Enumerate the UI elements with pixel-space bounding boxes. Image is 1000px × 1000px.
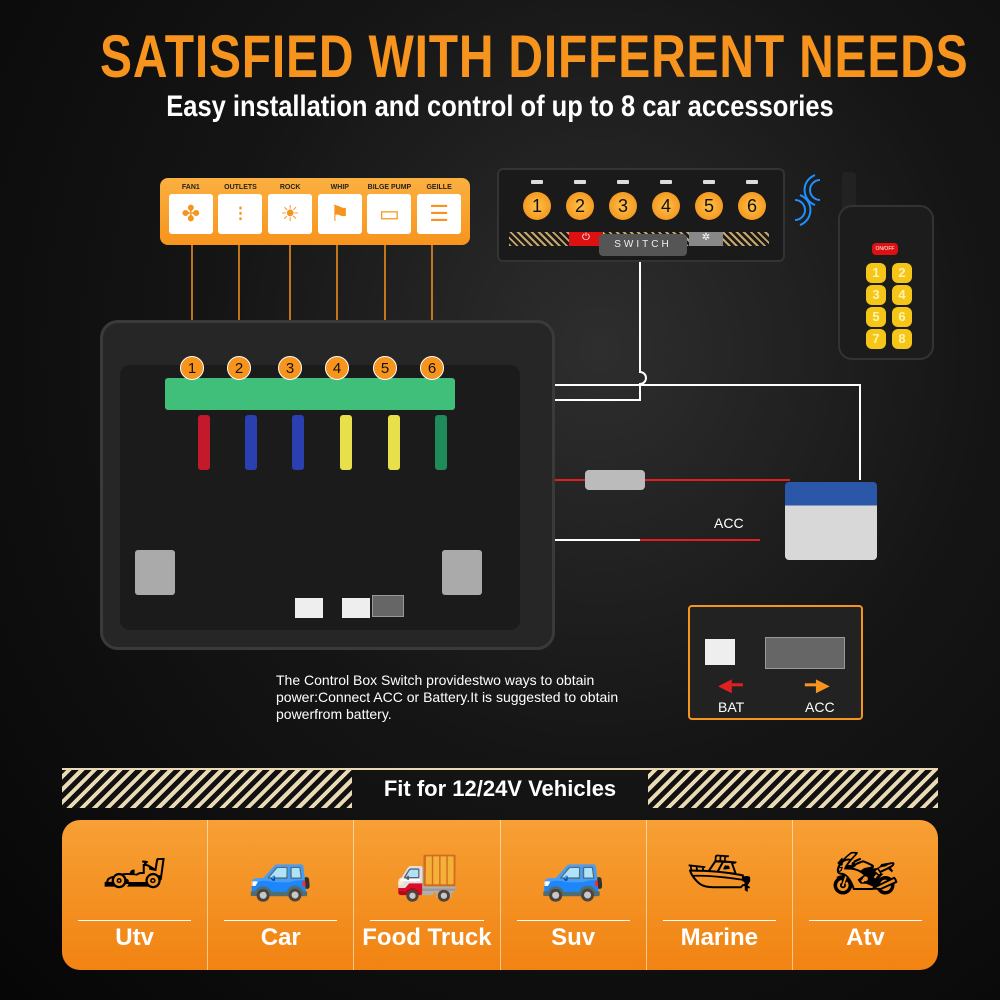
connector <box>295 598 323 618</box>
vehicle-label: Suv <box>551 924 596 951</box>
vehicle-label: Food Truck <box>362 924 492 951</box>
switch-button-5[interactable]: 5 <box>695 192 723 220</box>
battery-post-negative <box>442 550 482 595</box>
terminal-number-3: 3 <box>278 356 302 380</box>
switch-detail-inset: ◀━ ━▶ BAT ACC <box>688 605 863 720</box>
arrow-left-icon: ◀━ <box>718 675 743 695</box>
battery <box>785 482 877 560</box>
vehicle-suv: 🚙 Suv <box>501 820 647 970</box>
remote-onoff-button[interactable]: ON/OFF <box>872 243 898 255</box>
switch-button-3[interactable]: 3 <box>609 192 637 220</box>
accessory-rock: ROCK ☀ <box>268 182 313 241</box>
power-source-switch[interactable] <box>372 595 404 617</box>
remote-button-4[interactable]: 4 <box>892 285 912 305</box>
accessory-panel: FAN1 ✤ OUTLETS ⁝ ROCK ☀ WHIP ⚑ BILGE PUMP ▭ G… <box>160 178 470 245</box>
rock-light-icon: ☀ <box>268 194 313 234</box>
accessory-label: FAN1 <box>181 184 200 191</box>
vehicle-atv: 🏍 Atv <box>793 820 938 970</box>
accessory-whip: WHIP ⚑ <box>317 182 362 241</box>
switch-label: SWITCH <box>599 234 687 256</box>
switch-button-4[interactable]: 4 <box>652 192 680 220</box>
acc-label: ACC <box>714 515 744 531</box>
pump-icon: ▭ <box>367 194 412 234</box>
power-source-switch <box>765 637 845 669</box>
accessory-outlets: OUTLETS ⁝ <box>218 182 263 241</box>
food-truck-icon: 🚚 <box>394 844 460 903</box>
suv-icon: 🚙 <box>540 844 606 903</box>
switch-panel: 1 2 3 4 5 6 ⏻ ✲ SWITCH <box>497 168 785 262</box>
accessory-bilge-pump: BILGE PUMP ▭ <box>367 182 412 241</box>
connector <box>342 598 370 618</box>
connector <box>705 639 735 665</box>
remote-button-7[interactable]: 7 <box>866 329 886 349</box>
terminal-strip <box>165 378 455 410</box>
vehicle-food-truck: 🚚 Food Truck <box>354 820 501 970</box>
fan-icon: ✤ <box>168 194 213 234</box>
switch-button-6[interactable]: 6 <box>738 192 766 220</box>
remote-button-6[interactable]: 6 <box>892 307 912 327</box>
accessory-fan: FAN1 ✤ <box>168 182 213 241</box>
page-subtitle: Easy installation and control of up to 8… <box>166 90 834 123</box>
vehicle-utv: 🏎 Utv <box>62 820 209 970</box>
remote-button-8[interactable]: 8 <box>892 329 912 349</box>
vehicle-heading: Fit for 12/24V Vehicles <box>383 776 617 801</box>
whip-flag-icon: ⚑ <box>317 194 362 234</box>
fuse <box>340 415 352 470</box>
remote-antenna <box>842 172 856 212</box>
vehicle-label: Marine <box>680 924 758 951</box>
inline-fuse <box>585 470 645 490</box>
bat-label: BAT <box>718 699 745 715</box>
terminal-number-4: 4 <box>325 356 349 380</box>
terminal-number-5: 5 <box>373 356 397 380</box>
accessory-label: OUTLETS <box>224 184 257 191</box>
vehicle-heading-band: Fit for 12/24V Vehicles <box>62 768 938 808</box>
caption: The Control Box Switch providestwo ways … <box>276 672 619 722</box>
remote-button-5[interactable]: 5 <box>866 307 886 327</box>
accessory-grille: GEILLE ☰ <box>417 182 462 241</box>
fuse <box>198 415 210 470</box>
remote-button-3[interactable]: 3 <box>866 285 886 305</box>
acc-label: ACC <box>805 699 835 715</box>
wireless-remote: ON/OFF 1 2 3 4 5 6 7 8 <box>838 205 934 360</box>
wireless-signal-icon <box>794 174 821 226</box>
accessory-label: GEILLE <box>426 184 452 191</box>
battery-post-positive <box>135 550 175 595</box>
page-title: SATISFIED WITH DIFFERENT NEEDS <box>100 23 969 90</box>
vehicle-label: Car <box>260 924 301 951</box>
accessory-label: WHIP <box>330 184 349 191</box>
vehicle-car: 🚙 Car <box>208 820 355 970</box>
vehicle-marine: 🛥 Marine <box>647 820 793 970</box>
fuse <box>435 415 447 470</box>
vehicle-list: 🏎 Utv 🚙 Car 🚚 Food Truck 🚙 Suv 🛥 Marine 🏍 Atv <box>62 820 938 970</box>
car-icon: 🚙 <box>248 844 314 903</box>
fuse <box>292 415 304 470</box>
terminal-number-6: 6 <box>420 356 444 380</box>
fuse <box>388 415 400 470</box>
remote-button-2[interactable]: 2 <box>892 263 912 283</box>
accessory-label: BILGE PUMP <box>367 184 412 191</box>
vehicle-label: Atv <box>846 924 885 951</box>
remote-button-1[interactable]: 1 <box>866 263 886 283</box>
switch-button-2[interactable]: 2 <box>566 192 594 220</box>
switch-button-1[interactable]: 1 <box>523 192 551 220</box>
fuse <box>245 415 257 470</box>
brightness-icon[interactable]: ✲ <box>689 232 723 246</box>
arrow-right-icon: ━▶ <box>805 675 830 695</box>
terminal-number-2: 2 <box>227 356 251 380</box>
terminal-number-1: 1 <box>180 356 204 380</box>
vehicle-label: Utv <box>115 924 154 951</box>
boat-icon: 🛥 <box>686 844 753 903</box>
power-icon[interactable]: ⏻ <box>569 232 603 246</box>
utv-icon: 🏎 <box>101 844 168 903</box>
accessory-label: ROCK <box>279 184 301 191</box>
atv-icon: 🏍 <box>832 844 899 903</box>
grille-light-icon: ☰ <box>417 194 462 234</box>
outlet-icon: ⁝ <box>218 194 263 234</box>
